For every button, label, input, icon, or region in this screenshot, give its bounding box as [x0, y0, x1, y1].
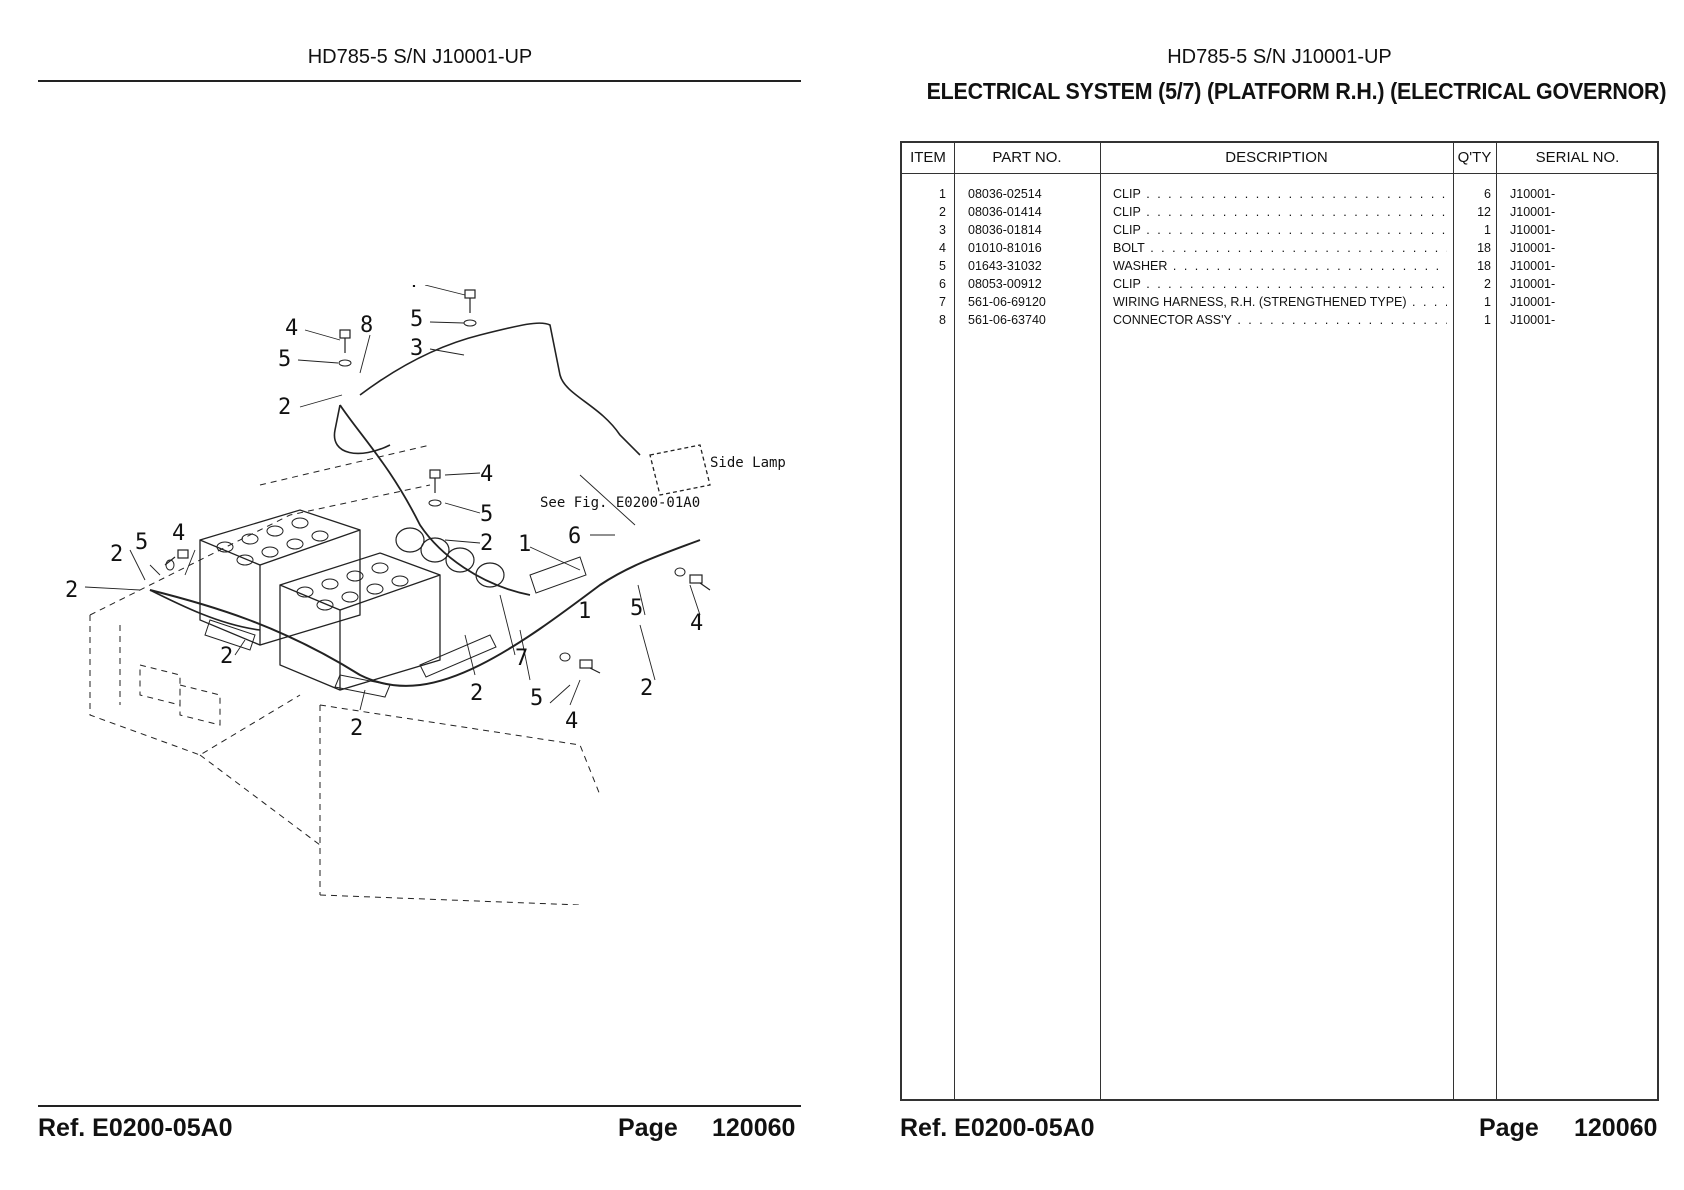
- svg-text:5: 5: [530, 686, 543, 711]
- row-description: CONNECTOR ASS'Y . . . . . . . . . . . . …: [1113, 313, 1447, 327]
- left-page-header: HD785-5 S/N J10001-UP: [307, 46, 533, 68]
- svg-text:4: 4: [690, 611, 703, 636]
- row-description: CLIP . . . . . . . . . . . . . . . . . .…: [1113, 205, 1447, 219]
- row-part-no: 561-06-63740: [968, 313, 1046, 327]
- row-qty: 18: [1477, 241, 1491, 255]
- svg-text:2: 2: [220, 644, 233, 669]
- row-qty: 12: [1477, 205, 1491, 219]
- row-description: WASHER . . . . . . . . . . . . . . . . .…: [1113, 259, 1447, 273]
- row-part-no: 08036-02514: [968, 187, 1042, 201]
- table-row: 6 08053-00912 CLIP . . . . . . . . . . .…: [902, 275, 1657, 293]
- table-row: 2 08036-01414 CLIP . . . . . . . . . . .…: [902, 203, 1657, 221]
- row-qty: 1: [1484, 313, 1491, 327]
- row-part-no: 08036-01814: [968, 223, 1042, 237]
- row-part-no: 01643-31032: [968, 259, 1042, 273]
- col-header-serial: SERIAL NO.: [1535, 149, 1620, 166]
- svg-text:1: 1: [518, 532, 531, 557]
- row-item: 4: [939, 241, 946, 255]
- row-part-no: 561-06-69120: [968, 295, 1046, 309]
- row-description: CLIP . . . . . . . . . . . . . . . . . .…: [1113, 187, 1447, 201]
- table-row: 1 08036-02514 CLIP . . . . . . . . . . .…: [902, 185, 1657, 203]
- left-footer-page-number: 120060: [712, 1114, 796, 1142]
- svg-text:3: 3: [410, 336, 423, 361]
- row-serial: J10001-: [1510, 313, 1556, 327]
- row-description: BOLT . . . . . . . . . . . . . . . . . .…: [1113, 241, 1447, 255]
- right-footer-ref: Ref. E0200-05A0: [900, 1114, 1095, 1142]
- row-item: 6: [939, 277, 946, 291]
- svg-text:5: 5: [630, 596, 643, 621]
- svg-text:2: 2: [480, 531, 493, 556]
- svg-text:5: 5: [410, 307, 423, 332]
- table-row: 5 01643-31032 WASHER . . . . . . . . . .…: [902, 257, 1657, 275]
- row-part-no: 01010-81016: [968, 241, 1042, 255]
- right-page-header: HD785-5 S/N J10001-UP: [1167, 46, 1392, 68]
- row-item: 8: [939, 313, 946, 327]
- parts-exploded-diagram: 4 5 3 4 8 5 2 4 5 2 1 6 5 4 2 2 2 5 4 2 …: [65, 285, 786, 905]
- row-part-no: 08036-01414: [968, 205, 1042, 219]
- svg-text:2: 2: [470, 681, 483, 706]
- row-serial: J10001-: [1510, 187, 1556, 201]
- svg-text:2: 2: [278, 395, 291, 420]
- col-header-description: DESCRIPTION: [1225, 149, 1328, 166]
- left-footer-page-label: Page: [618, 1114, 678, 1142]
- svg-text:4: 4: [405, 285, 418, 293]
- svg-text:2: 2: [65, 578, 78, 603]
- svg-text:5: 5: [135, 530, 148, 555]
- row-serial: J10001-: [1510, 295, 1556, 309]
- row-serial: J10001-: [1510, 205, 1556, 219]
- row-qty: 1: [1484, 295, 1491, 309]
- right-footer-page-number: 120060: [1574, 1114, 1658, 1142]
- row-qty: 1: [1484, 223, 1491, 237]
- col-header-part-no: PART NO.: [992, 149, 1062, 166]
- parts-table: ITEM PART NO. DESCRIPTION Q'TY SERIAL NO…: [900, 141, 1659, 1101]
- row-item: 1: [939, 187, 946, 201]
- row-description: WIRING HARNESS, R.H. (STRENGTHENED TYPE)…: [1113, 295, 1447, 309]
- side-lamp-label: Side Lamp: [710, 455, 786, 471]
- svg-text:8: 8: [360, 313, 373, 338]
- svg-text:4: 4: [172, 521, 185, 546]
- row-description: CLIP . . . . . . . . . . . . . . . . . .…: [1113, 277, 1447, 291]
- col-header-qty: Q'TY: [1457, 149, 1492, 166]
- left-footer-rule: [38, 1105, 801, 1107]
- svg-text:7: 7: [515, 646, 528, 671]
- svg-text:5: 5: [480, 502, 493, 527]
- row-serial: J10001-: [1510, 223, 1556, 237]
- row-item: 2: [939, 205, 946, 219]
- row-serial: J10001-: [1510, 277, 1556, 291]
- table-body: 1 08036-02514 CLIP . . . . . . . . . . .…: [902, 185, 1657, 329]
- see-fig-label: See Fig. E0200-01A0: [540, 495, 700, 511]
- left-header-rule: [38, 80, 801, 82]
- svg-text:6: 6: [568, 524, 581, 549]
- svg-text:4: 4: [565, 709, 578, 734]
- row-serial: J10001-: [1510, 259, 1556, 273]
- table-row: 8 561-06-63740 CONNECTOR ASS'Y . . . . .…: [902, 311, 1657, 329]
- svg-text:5: 5: [278, 347, 291, 372]
- svg-text:1: 1: [578, 599, 591, 624]
- left-footer-ref: Ref. E0200-05A0: [38, 1114, 233, 1142]
- row-qty: 6: [1484, 187, 1491, 201]
- row-item: 3: [939, 223, 946, 237]
- row-serial: J10001-: [1510, 241, 1556, 255]
- row-item: 7: [939, 295, 946, 309]
- page-title: ELECTRICAL SYSTEM (5/7) (PLATFORM R.H.) …: [926, 78, 1667, 104]
- svg-text:4: 4: [480, 462, 493, 487]
- table-row: 7 561-06-69120 WIRING HARNESS, R.H. (STR…: [902, 293, 1657, 311]
- row-qty: 18: [1477, 259, 1491, 273]
- svg-text:2: 2: [110, 542, 123, 567]
- table-row: 4 01010-81016 BOLT . . . . . . . . . . .…: [902, 239, 1657, 257]
- row-qty: 2: [1484, 277, 1491, 291]
- table-row: 3 08036-01814 CLIP . . . . . . . . . . .…: [902, 221, 1657, 239]
- svg-text:2: 2: [350, 716, 363, 741]
- row-part-no: 08053-00912: [968, 277, 1042, 291]
- col-header-item: ITEM: [910, 149, 946, 166]
- svg-text:2: 2: [640, 676, 653, 701]
- svg-text:4: 4: [285, 316, 298, 341]
- row-description: CLIP . . . . . . . . . . . . . . . . . .…: [1113, 223, 1447, 237]
- right-footer-page-label: Page: [1479, 1114, 1539, 1142]
- row-item: 5: [939, 259, 946, 273]
